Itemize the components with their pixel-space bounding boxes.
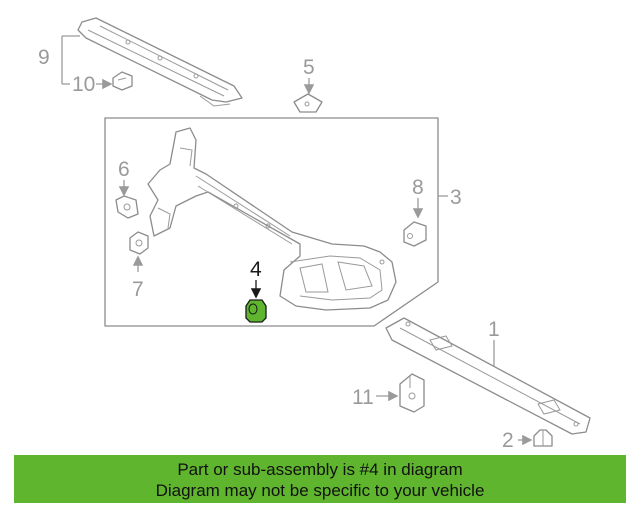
callout-7[interactable]: 7 — [132, 278, 144, 301]
callout-1[interactable]: 1 — [488, 318, 500, 341]
callout-8[interactable]: 8 — [412, 176, 424, 199]
part-9-upper-bar[interactable] — [77, 17, 243, 107]
part-5-bracket[interactable] — [293, 93, 323, 113]
part-3-radiator-support[interactable] — [147, 127, 397, 311]
callout-9[interactable]: 9 — [38, 46, 50, 69]
part-8-bracket[interactable] — [403, 221, 427, 247]
callout-6[interactable]: 6 — [118, 158, 130, 181]
lead-9 — [61, 35, 80, 84]
part-4-bushing[interactable] — [245, 299, 267, 323]
banner-line-1: Part or sub-assembly is #4 in diagram — [177, 460, 463, 479]
callout-3[interactable]: 3 — [450, 186, 462, 209]
parts-diagram: 9 10 5 3 6 7 — [38, 17, 591, 452]
callout-10[interactable]: 10 — [72, 73, 95, 96]
part-10-grommet[interactable] — [112, 71, 133, 91]
callout-11[interactable]: 11 — [352, 386, 374, 409]
banner-line-2: Diagram may not be specific to your vehi… — [155, 481, 485, 500]
callout-4[interactable]: 4 — [250, 258, 262, 281]
part-11-mount[interactable] — [399, 373, 425, 413]
callout-5[interactable]: 5 — [303, 56, 315, 79]
callout-2[interactable]: 2 — [502, 429, 514, 452]
part-7-bushing[interactable] — [129, 231, 149, 255]
part-2-clip[interactable] — [533, 429, 553, 447]
part-1-lower-bar[interactable] — [385, 317, 591, 435]
diagram-notice-banner: Part or sub-assembly is #4 in diagram Di… — [14, 455, 626, 503]
